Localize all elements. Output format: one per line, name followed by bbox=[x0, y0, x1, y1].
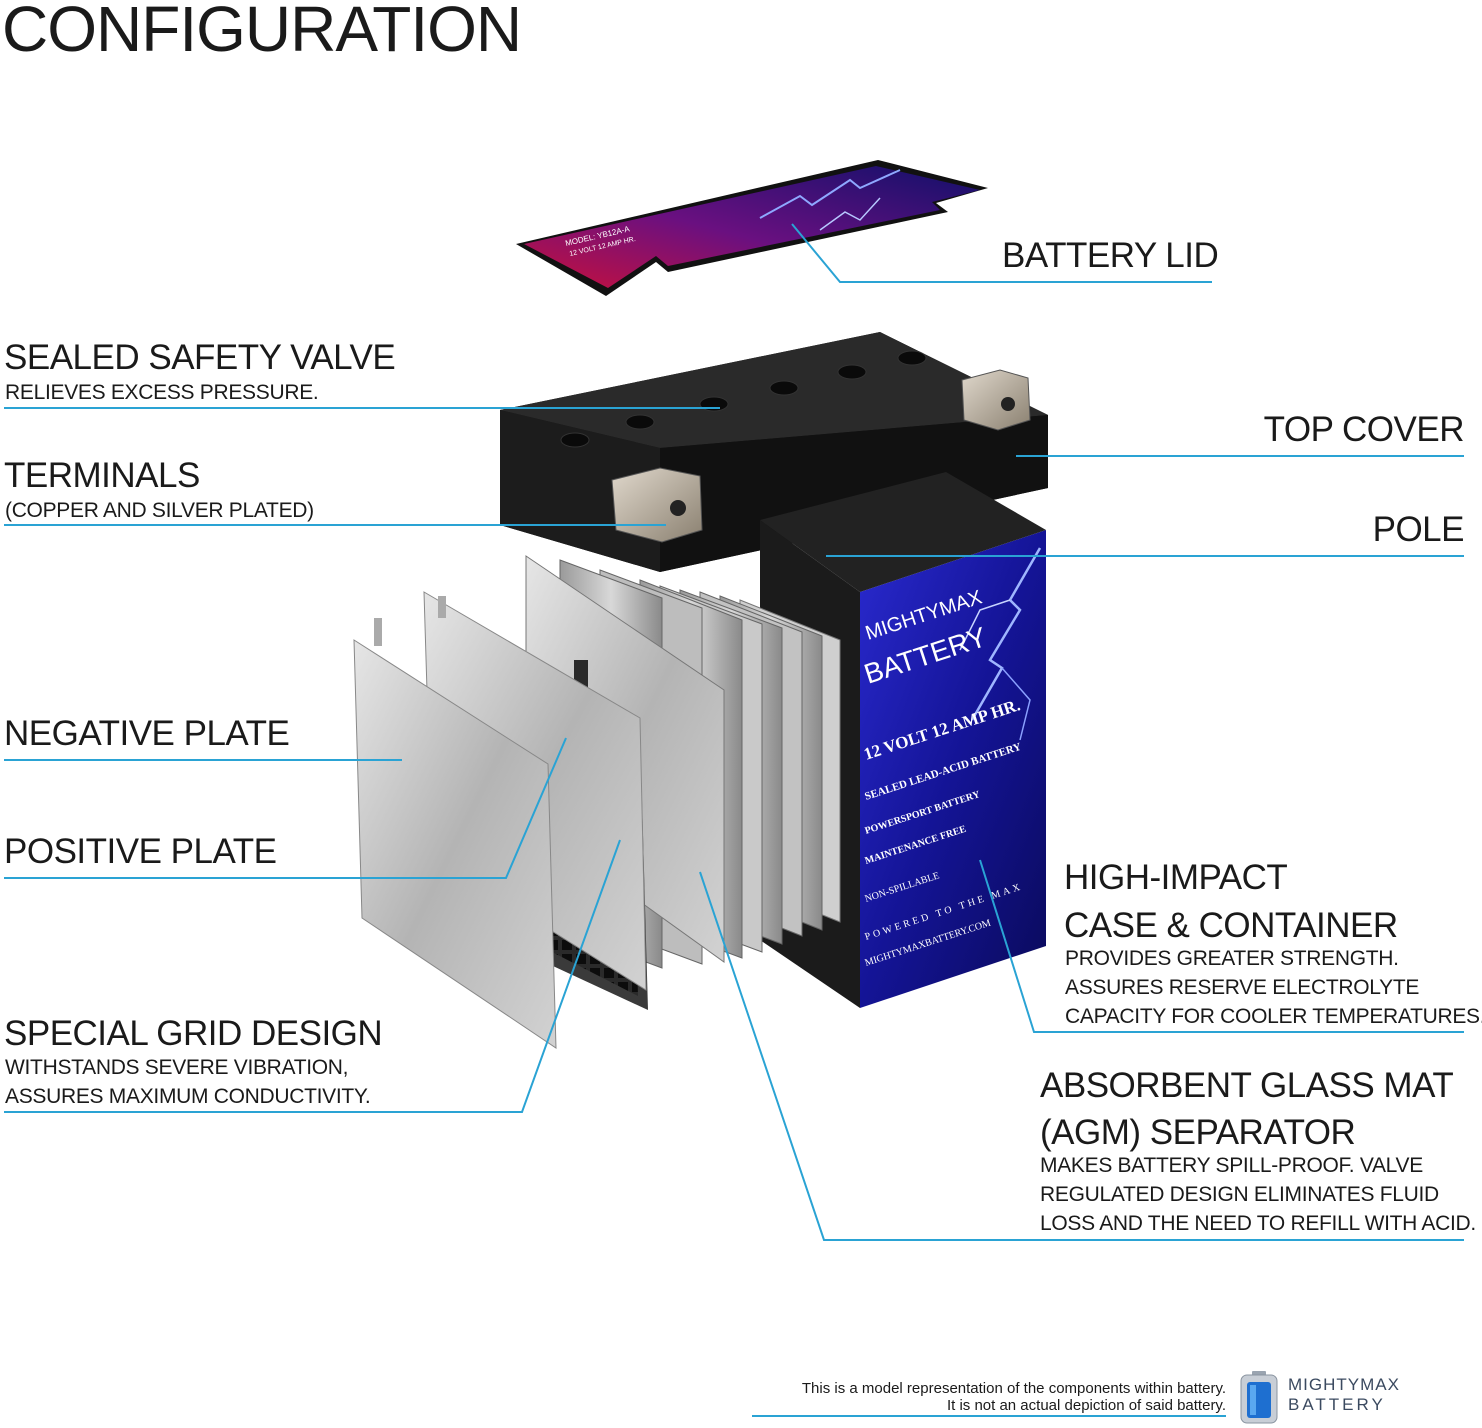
label-positive-plate: POSITIVE PLATE bbox=[4, 832, 277, 871]
page-title: CONFIGURATION bbox=[2, 0, 522, 65]
label-agm-2: (AGM) SEPARATOR bbox=[1040, 1113, 1356, 1152]
desc-high-impact-2: ASSURES RESERVE ELECTROLYTE bbox=[1065, 976, 1420, 999]
logo-line-1: MIGHTYMAX bbox=[1288, 1375, 1400, 1394]
footer-disclaimer: This is a model representation of the co… bbox=[802, 1380, 1226, 1414]
footer-line-1: This is a model representation of the co… bbox=[801, 1380, 1226, 1397]
negative-plate-shape bbox=[353, 618, 557, 1049]
label-terminals: TERMINALS bbox=[4, 456, 200, 495]
desc-agm-2: REGULATED DESIGN ELIMINATES FLUID bbox=[1040, 1183, 1439, 1206]
label-agm-1: ABSORBENT GLASS MAT bbox=[1040, 1066, 1454, 1105]
desc-terminals: (COPPER AND SILVER PLATED) bbox=[5, 499, 314, 522]
label-top-cover: TOP COVER bbox=[1263, 410, 1465, 449]
leader-lines bbox=[4, 223, 1464, 1417]
label-battery-lid: BATTERY LID bbox=[1002, 236, 1219, 275]
desc-high-impact-1: PROVIDES GREATER STRENGTH. bbox=[1065, 947, 1399, 970]
logo-line-2: BATTERY bbox=[1288, 1395, 1386, 1414]
mightymax-logo: MIGHTYMAX BATTERY bbox=[1238, 1370, 1478, 1424]
desc-agm-1: MAKES BATTERY SPILL-PROOF. VALVE bbox=[1040, 1154, 1423, 1177]
label-high-impact-1: HIGH-IMPACT bbox=[1064, 858, 1288, 897]
desc-agm-3: LOSS AND THE NEED TO REFILL WITH ACID. bbox=[1040, 1212, 1476, 1235]
battery-lid: MODEL: YB12A-A 12 VOLT 12 AMP HR. bbox=[516, 160, 988, 296]
label-negative-plate: NEGATIVE PLATE bbox=[4, 714, 290, 753]
label-special-grid-design: SPECIAL GRID DESIGN bbox=[4, 1014, 383, 1053]
label-high-impact-2: CASE & CONTAINER bbox=[1064, 906, 1398, 945]
desc-high-impact-3: CAPACITY FOR COOLER TEMPERATURES. bbox=[1065, 1005, 1482, 1028]
desc-special-grid-2: ASSURES MAXIMUM CONDUCTIVITY. bbox=[5, 1085, 371, 1108]
footer-line-2: It is not an actual depiction of said ba… bbox=[946, 1397, 1226, 1414]
label-pole: POLE bbox=[1372, 510, 1465, 549]
desc-sealed-safety-valve: RELIEVES EXCESS PRESSURE. bbox=[5, 381, 319, 404]
label-sealed-safety-valve: SEALED SAFETY VALVE bbox=[4, 338, 396, 377]
battery-logo-icon bbox=[1240, 1371, 1278, 1424]
desc-special-grid-1: WITHSTANDS SEVERE VIBRATION, bbox=[5, 1056, 349, 1079]
